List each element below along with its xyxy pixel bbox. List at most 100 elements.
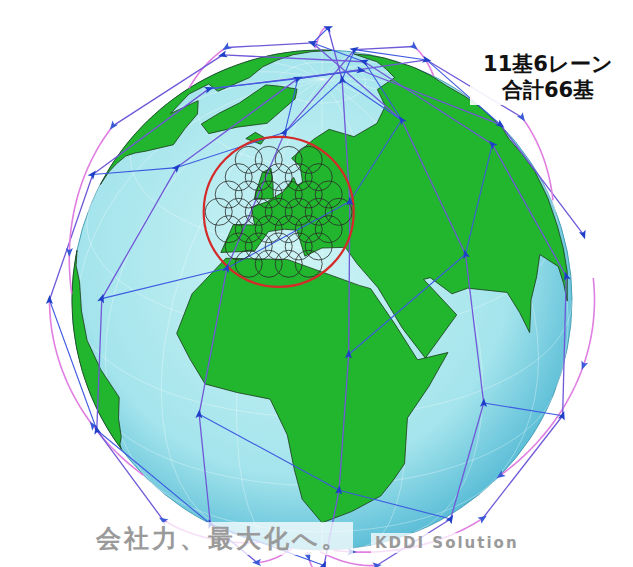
satellite-marker — [495, 119, 506, 130]
spot-beam — [295, 181, 322, 208]
satellite-marker — [338, 74, 346, 84]
satellite-marker — [46, 295, 53, 304]
spot-beam — [265, 233, 292, 260]
plane-link — [402, 120, 466, 254]
cross-link — [298, 70, 361, 78]
satellite-marker — [293, 73, 304, 83]
spot-beam — [275, 181, 302, 208]
plane-link — [298, 60, 427, 79]
spot-beam — [215, 181, 242, 208]
satellite-marker — [322, 23, 333, 33]
spot-beam — [215, 216, 242, 243]
continent — [72, 250, 121, 449]
spot-beam — [245, 198, 272, 225]
spot-beam — [245, 164, 272, 191]
spot-beam — [295, 146, 322, 173]
satellite-marker — [217, 50, 228, 59]
plane-link — [492, 144, 566, 276]
cross-link — [285, 79, 298, 133]
satellite-marker — [345, 349, 352, 358]
cross-link — [199, 414, 339, 490]
cross-link — [339, 490, 451, 519]
satellite-marker — [486, 138, 497, 149]
spot-beam — [225, 164, 252, 191]
plane-link — [227, 43, 313, 48]
spot-beam — [235, 146, 262, 173]
spot-beam — [315, 181, 342, 208]
cross-link — [102, 268, 227, 298]
spot-beam — [285, 164, 312, 191]
satellite-marker — [66, 248, 73, 257]
plane-link — [355, 46, 414, 49]
satellite-marker — [396, 114, 407, 125]
orbit-rim — [414, 46, 434, 76]
spot-beam — [235, 216, 262, 243]
spot-beam — [235, 181, 262, 208]
spot-beam — [225, 198, 252, 225]
cross-link — [350, 120, 402, 201]
satellite-marker — [445, 513, 456, 524]
cross-link — [349, 254, 466, 354]
orbit-rim — [500, 365, 583, 475]
plane-link — [339, 354, 349, 490]
cross-link — [97, 430, 211, 524]
plane-link — [465, 254, 483, 403]
spot-beam — [225, 233, 252, 260]
cross-link — [50, 300, 97, 430]
spot-beam — [255, 181, 282, 208]
satellite-marker — [319, 559, 329, 567]
spot-beam — [275, 146, 302, 173]
cross-link — [313, 43, 365, 62]
satellite-marker — [358, 57, 369, 66]
satellite-marker — [356, 66, 366, 74]
satellite-marker — [480, 398, 487, 407]
cross-link — [484, 403, 563, 416]
plane-link — [97, 299, 102, 430]
spot-beam — [265, 198, 292, 225]
satellite-marker — [422, 56, 432, 65]
satellite-marker — [97, 293, 106, 304]
satellite-marker — [349, 44, 360, 55]
plane-link — [483, 416, 563, 519]
satellite-marker — [195, 409, 203, 418]
spot-beam — [295, 216, 322, 243]
satellites — [46, 23, 588, 567]
spot-beam — [255, 250, 282, 277]
plane-link — [349, 201, 350, 354]
plane-link — [113, 55, 223, 126]
satellite-marker — [477, 513, 488, 524]
satellite-marker — [372, 562, 382, 567]
satellite-marker — [558, 410, 567, 421]
spot-beam — [255, 146, 282, 173]
spot-beam — [285, 233, 312, 260]
spot-beam — [305, 164, 332, 191]
orbit-rim — [189, 47, 227, 88]
satellite-footprint — [204, 137, 354, 287]
orbit-lines — [50, 28, 595, 567]
satellite-marker — [172, 162, 183, 173]
orbit-rim — [69, 252, 72, 294]
spot-beam — [285, 198, 312, 225]
spot-beam — [235, 250, 262, 277]
satellite-marker — [346, 196, 353, 205]
orbit-rim — [583, 278, 594, 365]
plane-link — [97, 430, 163, 520]
satellite-marker — [517, 112, 528, 123]
plane-link — [209, 70, 361, 89]
satellite-marker — [222, 262, 231, 273]
spot-beam — [205, 198, 232, 225]
watermark: 会社力、最大化へ。 — [92, 522, 353, 555]
cross-link — [342, 80, 402, 120]
cross-link — [93, 168, 177, 175]
cross-link — [209, 79, 298, 89]
plane-link — [223, 55, 364, 62]
spot-beam — [305, 233, 332, 260]
satellite-marker — [92, 424, 101, 434]
satellite-marker — [88, 168, 99, 179]
plane-link — [102, 168, 177, 299]
plane-link — [177, 79, 298, 168]
satellite-marker — [307, 38, 318, 48]
satellite-marker — [579, 230, 588, 241]
cross-link — [285, 80, 342, 133]
spot-beam — [245, 233, 272, 260]
